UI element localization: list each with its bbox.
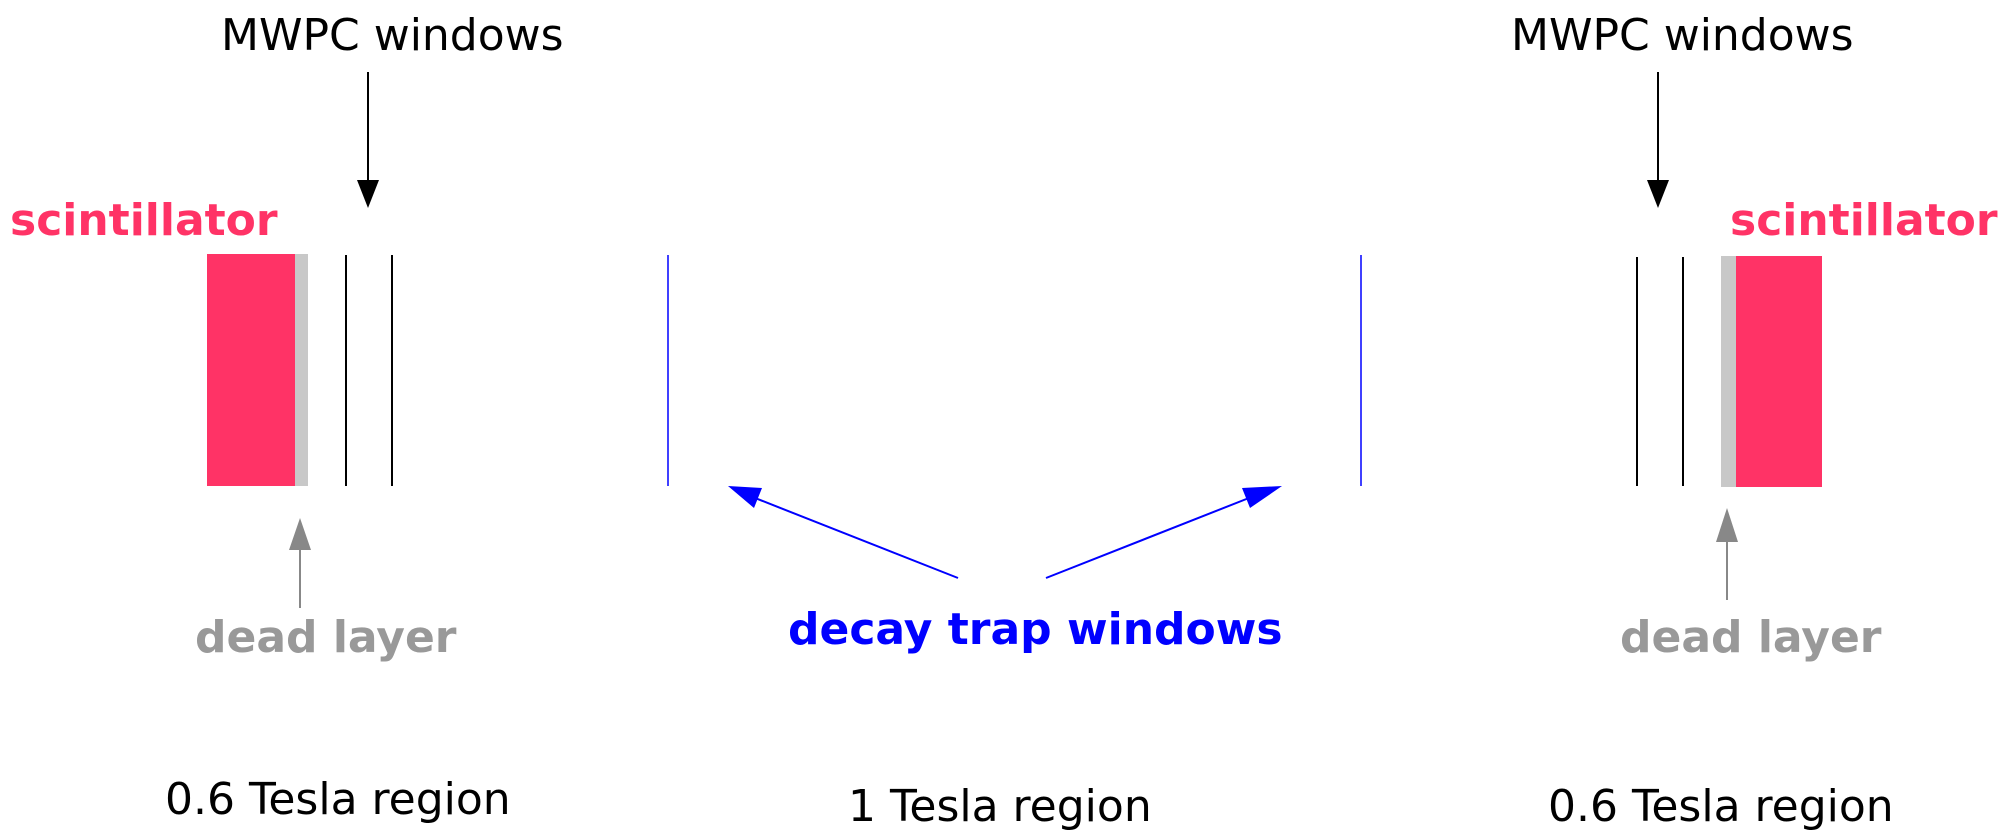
decay-trap-right-arrow-shaft — [1045, 495, 1255, 579]
left-scintillator-label: scintillator — [10, 195, 278, 246]
decay-trap-right-arrow-head — [1242, 486, 1282, 508]
left-region-label: 0.6 Tesla region — [165, 774, 511, 825]
decay-trap-left-arrow-head — [728, 486, 762, 508]
left-scintillator — [207, 254, 295, 486]
decay-trap-label: decay trap windows — [788, 604, 1283, 655]
right-dead-layer — [1721, 256, 1736, 487]
decay-trap-left-arrow-shaft — [749, 495, 959, 579]
left-dead-arrow-head — [289, 518, 311, 550]
right-scintillator-label: scintillator — [1730, 195, 1998, 246]
left-mwpc-label: MWPC windows — [221, 10, 564, 61]
right-dead-layer-label: dead layer — [1620, 612, 1882, 663]
right-mwpc-label: MWPC windows — [1511, 10, 1854, 61]
left-dead-layer-label: dead layer — [195, 612, 457, 663]
right-region-label: 0.6 Tesla region — [1548, 781, 1894, 832]
center-region-label: 1 Tesla region — [848, 781, 1152, 832]
right-scintillator — [1736, 256, 1822, 487]
left-mwpc-arrow-head — [357, 180, 379, 208]
left-dead-layer — [295, 254, 308, 486]
right-dead-arrow-head — [1716, 508, 1738, 542]
right-mwpc-arrow-head — [1647, 180, 1669, 208]
